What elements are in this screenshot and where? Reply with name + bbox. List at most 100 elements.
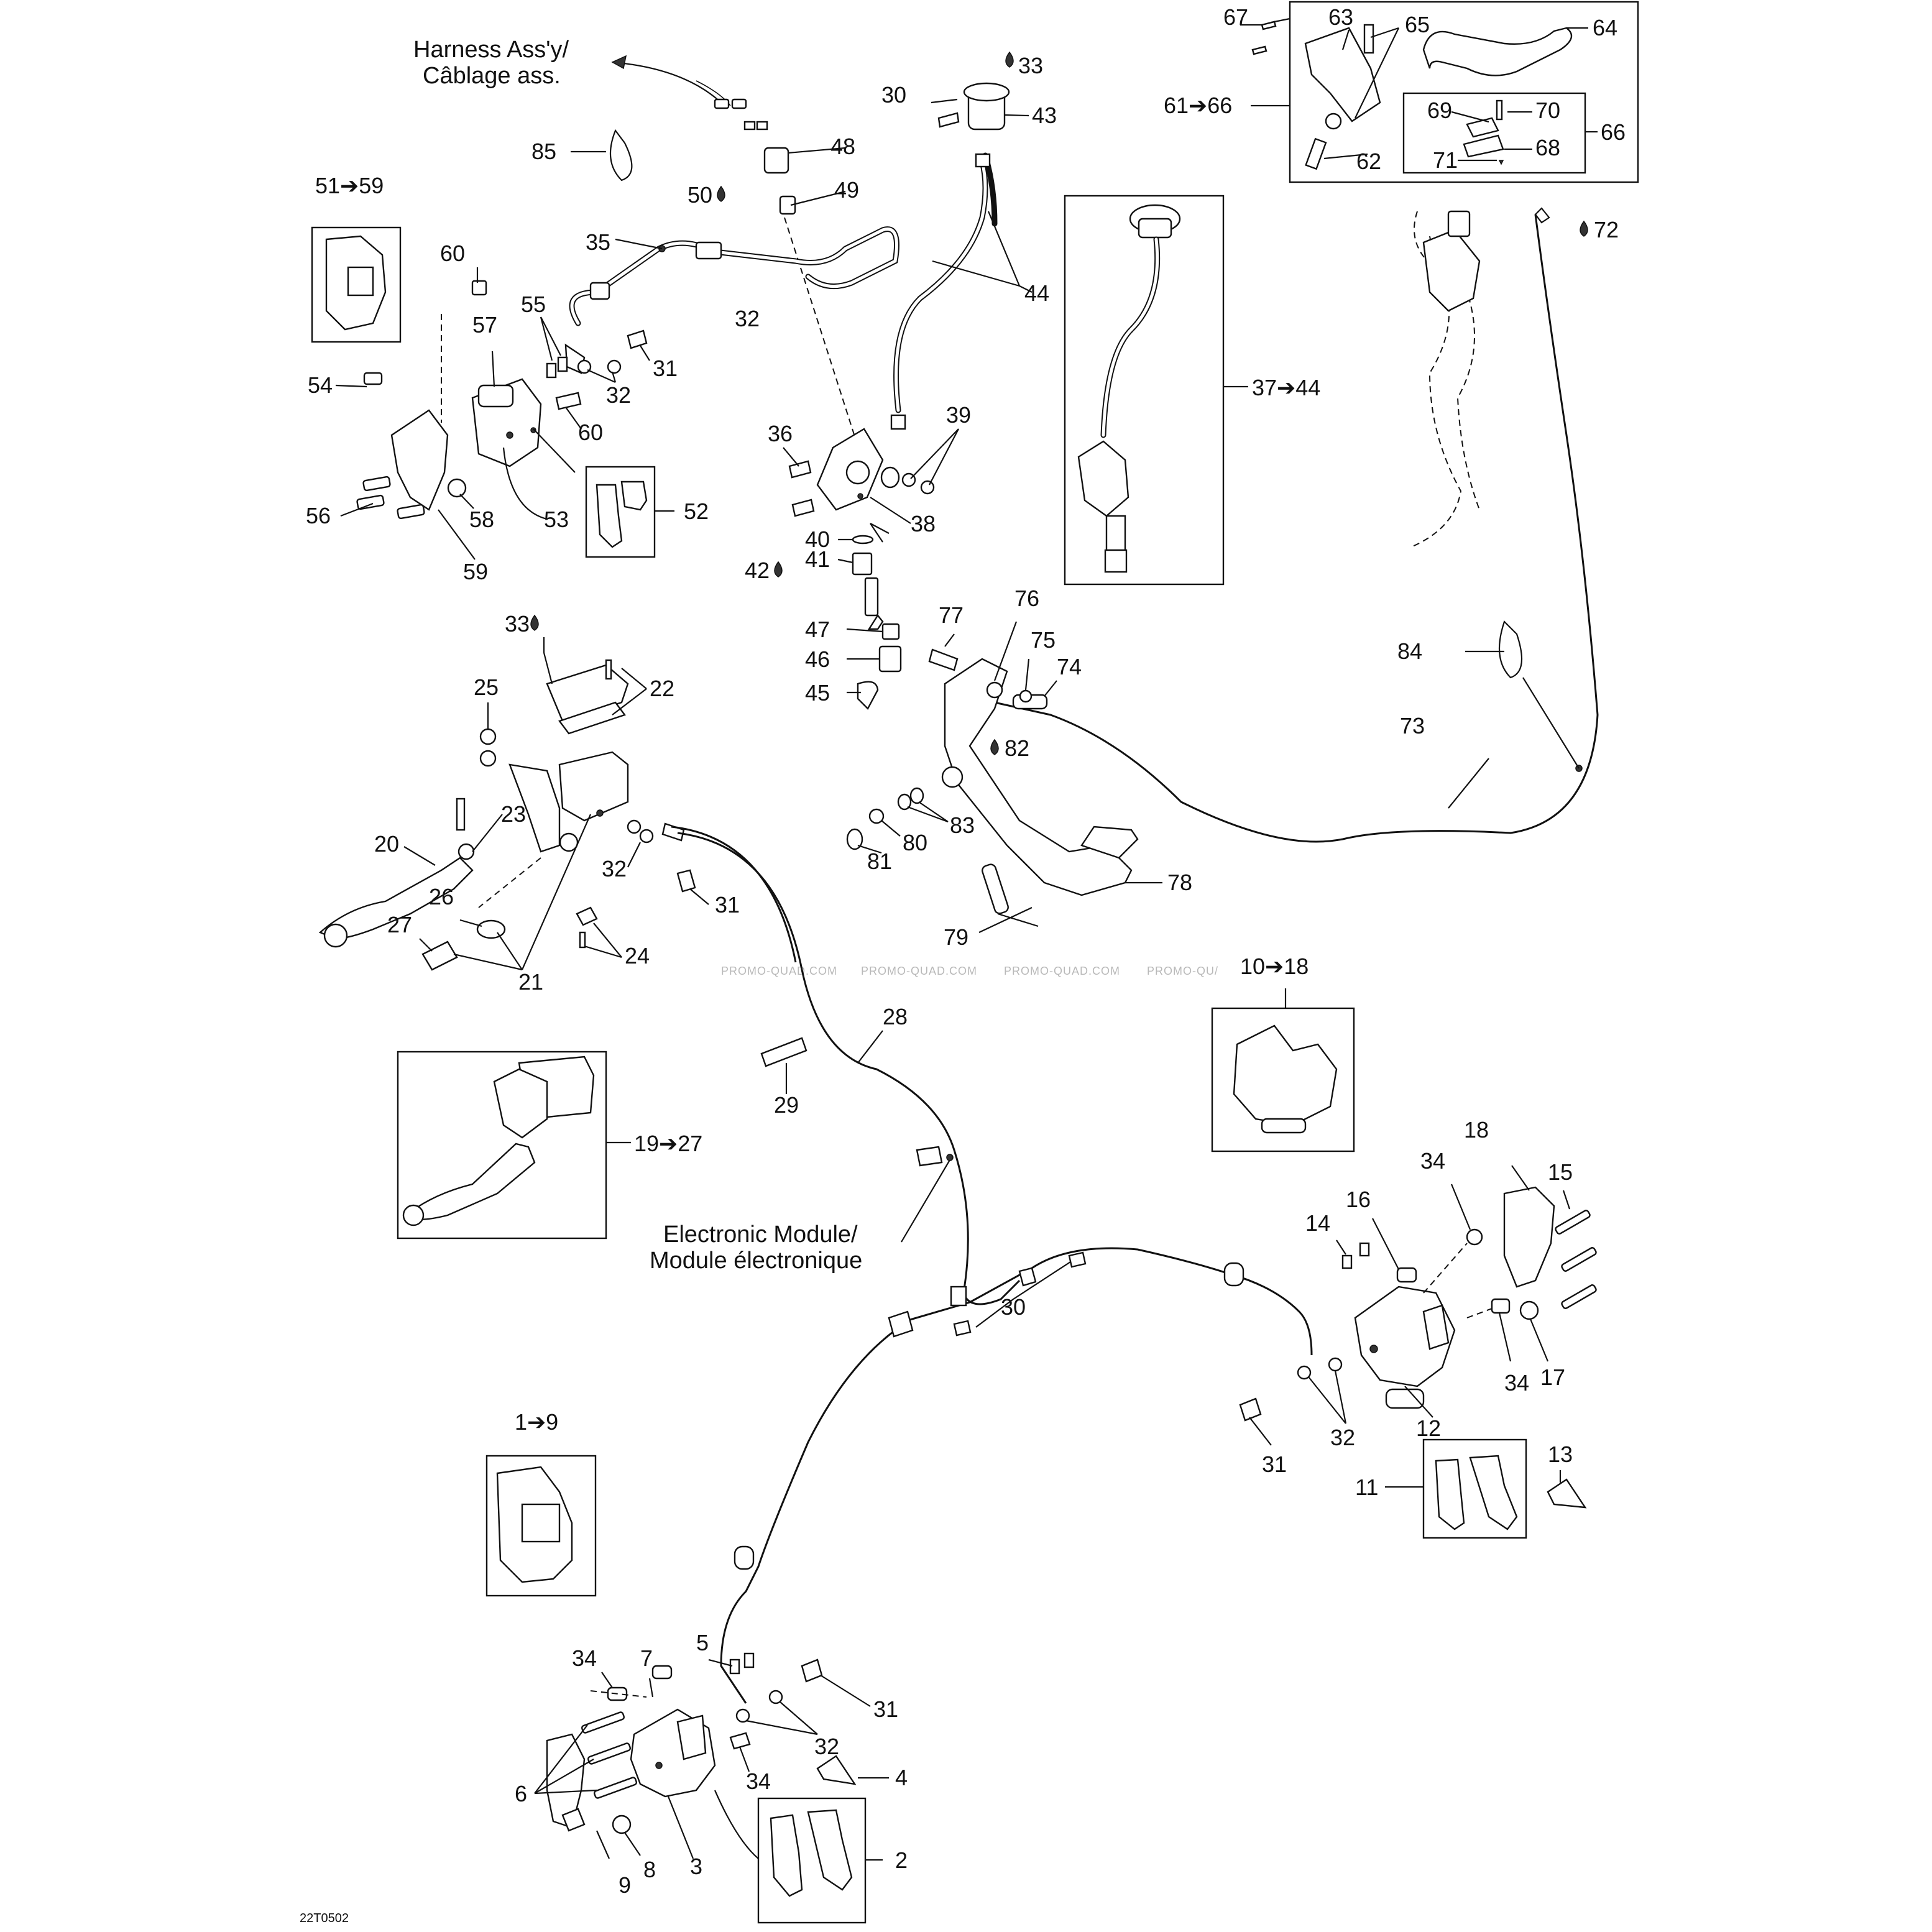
bleeder-55 xyxy=(546,362,557,379)
label-59: 59 xyxy=(463,559,488,584)
leader-41 xyxy=(837,558,853,564)
fluid-drop-icon xyxy=(774,561,783,577)
harness-label-fr: Câblage ass. xyxy=(423,63,561,89)
fluid-label-82: 82 xyxy=(1005,735,1029,761)
label-68: 68 xyxy=(1535,135,1560,160)
kit-box-51-59 xyxy=(311,226,402,343)
label-60: 60 xyxy=(440,241,465,266)
screw-70 xyxy=(1496,99,1503,121)
hose-fitting xyxy=(975,153,991,168)
label-58: 58 xyxy=(469,507,494,532)
bolt-60b xyxy=(555,392,582,410)
brake-hose-28 xyxy=(671,826,969,1294)
kit-label-19-27: 19➔27 xyxy=(634,1131,702,1156)
leader-69 xyxy=(1451,111,1489,123)
reservoir-assembly xyxy=(890,82,1033,430)
fluid-label-33: 33 xyxy=(505,611,530,637)
leader-34b xyxy=(1498,1312,1512,1362)
label-21: 21 xyxy=(518,969,543,995)
leader-6 xyxy=(534,1724,588,1794)
leader-34c xyxy=(601,1672,613,1688)
label-38: 38 xyxy=(911,511,936,536)
kit-box-19-27 xyxy=(397,1051,631,1240)
bushing-16 xyxy=(1396,1267,1417,1283)
terminal-clip xyxy=(756,121,768,131)
leader-43 xyxy=(1004,114,1029,117)
leader-32d xyxy=(1334,1370,1347,1424)
label-53: 53 xyxy=(544,507,569,532)
washer-32 xyxy=(627,819,642,834)
junction-fitting xyxy=(888,1310,914,1338)
kit-label-37-44: 37➔44 xyxy=(1252,375,1320,400)
module-label-en: Electronic Module/ xyxy=(663,1221,858,1248)
leader-48 xyxy=(788,147,846,154)
leader-54 xyxy=(335,384,367,388)
label-32: 32 xyxy=(814,1734,839,1759)
piston xyxy=(1385,1388,1425,1409)
junction-fitting xyxy=(1018,1267,1037,1287)
label-75: 75 xyxy=(1031,627,1056,653)
fluid-drop-icon xyxy=(1580,220,1588,237)
label-35: 35 xyxy=(586,229,610,255)
label-31: 31 xyxy=(653,356,678,381)
label-67: 67 xyxy=(1223,4,1248,30)
screw xyxy=(605,659,612,680)
label-83: 83 xyxy=(950,812,975,838)
label-80: 80 xyxy=(903,830,927,855)
watermark: PROMO-QUAD.COM PROMO-QUAD.COM PROMO-QUAD… xyxy=(721,965,1218,977)
label-43: 43 xyxy=(1032,103,1057,128)
leader-49 xyxy=(790,190,846,206)
leader-75 xyxy=(1024,658,1030,691)
label-31: 31 xyxy=(873,1696,898,1722)
label-73: 73 xyxy=(1400,713,1425,738)
label-52: 52 xyxy=(684,499,709,524)
label-78: 78 xyxy=(1167,870,1192,895)
leader-3 xyxy=(667,1796,694,1859)
leader-27 xyxy=(419,938,433,952)
leader-33 xyxy=(543,652,553,684)
label-46: 46 xyxy=(805,646,830,672)
leader-39 xyxy=(910,428,959,479)
leader-62 xyxy=(1323,153,1368,160)
shim-13 xyxy=(1547,1470,1587,1509)
brake-pads-box-52 xyxy=(585,466,674,558)
label-29: 29 xyxy=(774,1092,799,1118)
leader-20 xyxy=(403,846,436,866)
label-77: 77 xyxy=(939,602,964,628)
caliper-bracket-59 xyxy=(390,409,449,511)
bolt-34 xyxy=(1466,1228,1483,1246)
o-ring-26 xyxy=(476,919,506,939)
label-57: 57 xyxy=(472,312,497,338)
label-49: 49 xyxy=(834,177,859,203)
label-25: 25 xyxy=(474,674,499,700)
label-70: 70 xyxy=(1535,98,1560,123)
washer-75 xyxy=(1019,689,1033,703)
leader-36 xyxy=(783,447,799,467)
banjo-bolt-31c xyxy=(676,869,696,893)
label-4: 4 xyxy=(895,1765,908,1790)
label-84: 84 xyxy=(1397,638,1422,664)
leader-32 xyxy=(587,369,616,384)
label-45: 45 xyxy=(805,680,830,706)
label-31: 31 xyxy=(1262,1451,1287,1477)
bolt-34b xyxy=(1491,1298,1511,1314)
label-11: 11 xyxy=(1355,1474,1378,1500)
bolt-30 xyxy=(937,112,960,128)
caliper-bracket-18 xyxy=(1503,1186,1555,1288)
watermark-text: PROMO-QUAD.COM xyxy=(721,965,837,977)
switch-24 xyxy=(576,906,598,926)
leader-23 xyxy=(472,814,503,852)
label-30: 30 xyxy=(1001,1294,1026,1320)
label-34: 34 xyxy=(572,1645,597,1671)
kit-label-10-18: 10➔18 xyxy=(1240,954,1309,979)
leader-47 xyxy=(846,628,883,633)
bushing-7 xyxy=(651,1665,673,1680)
label-23: 23 xyxy=(501,801,526,827)
pin-77 xyxy=(928,648,959,671)
label-34: 34 xyxy=(1504,1370,1529,1396)
label-85: 85 xyxy=(531,139,556,164)
screw-65 xyxy=(1363,24,1374,54)
leader-32c xyxy=(627,842,641,868)
spring-79 xyxy=(982,863,1009,914)
part-number-labels: 51➔59 61➔66 37➔44 10➔18 19➔27 1➔9 33 33 … xyxy=(300,4,1626,1925)
